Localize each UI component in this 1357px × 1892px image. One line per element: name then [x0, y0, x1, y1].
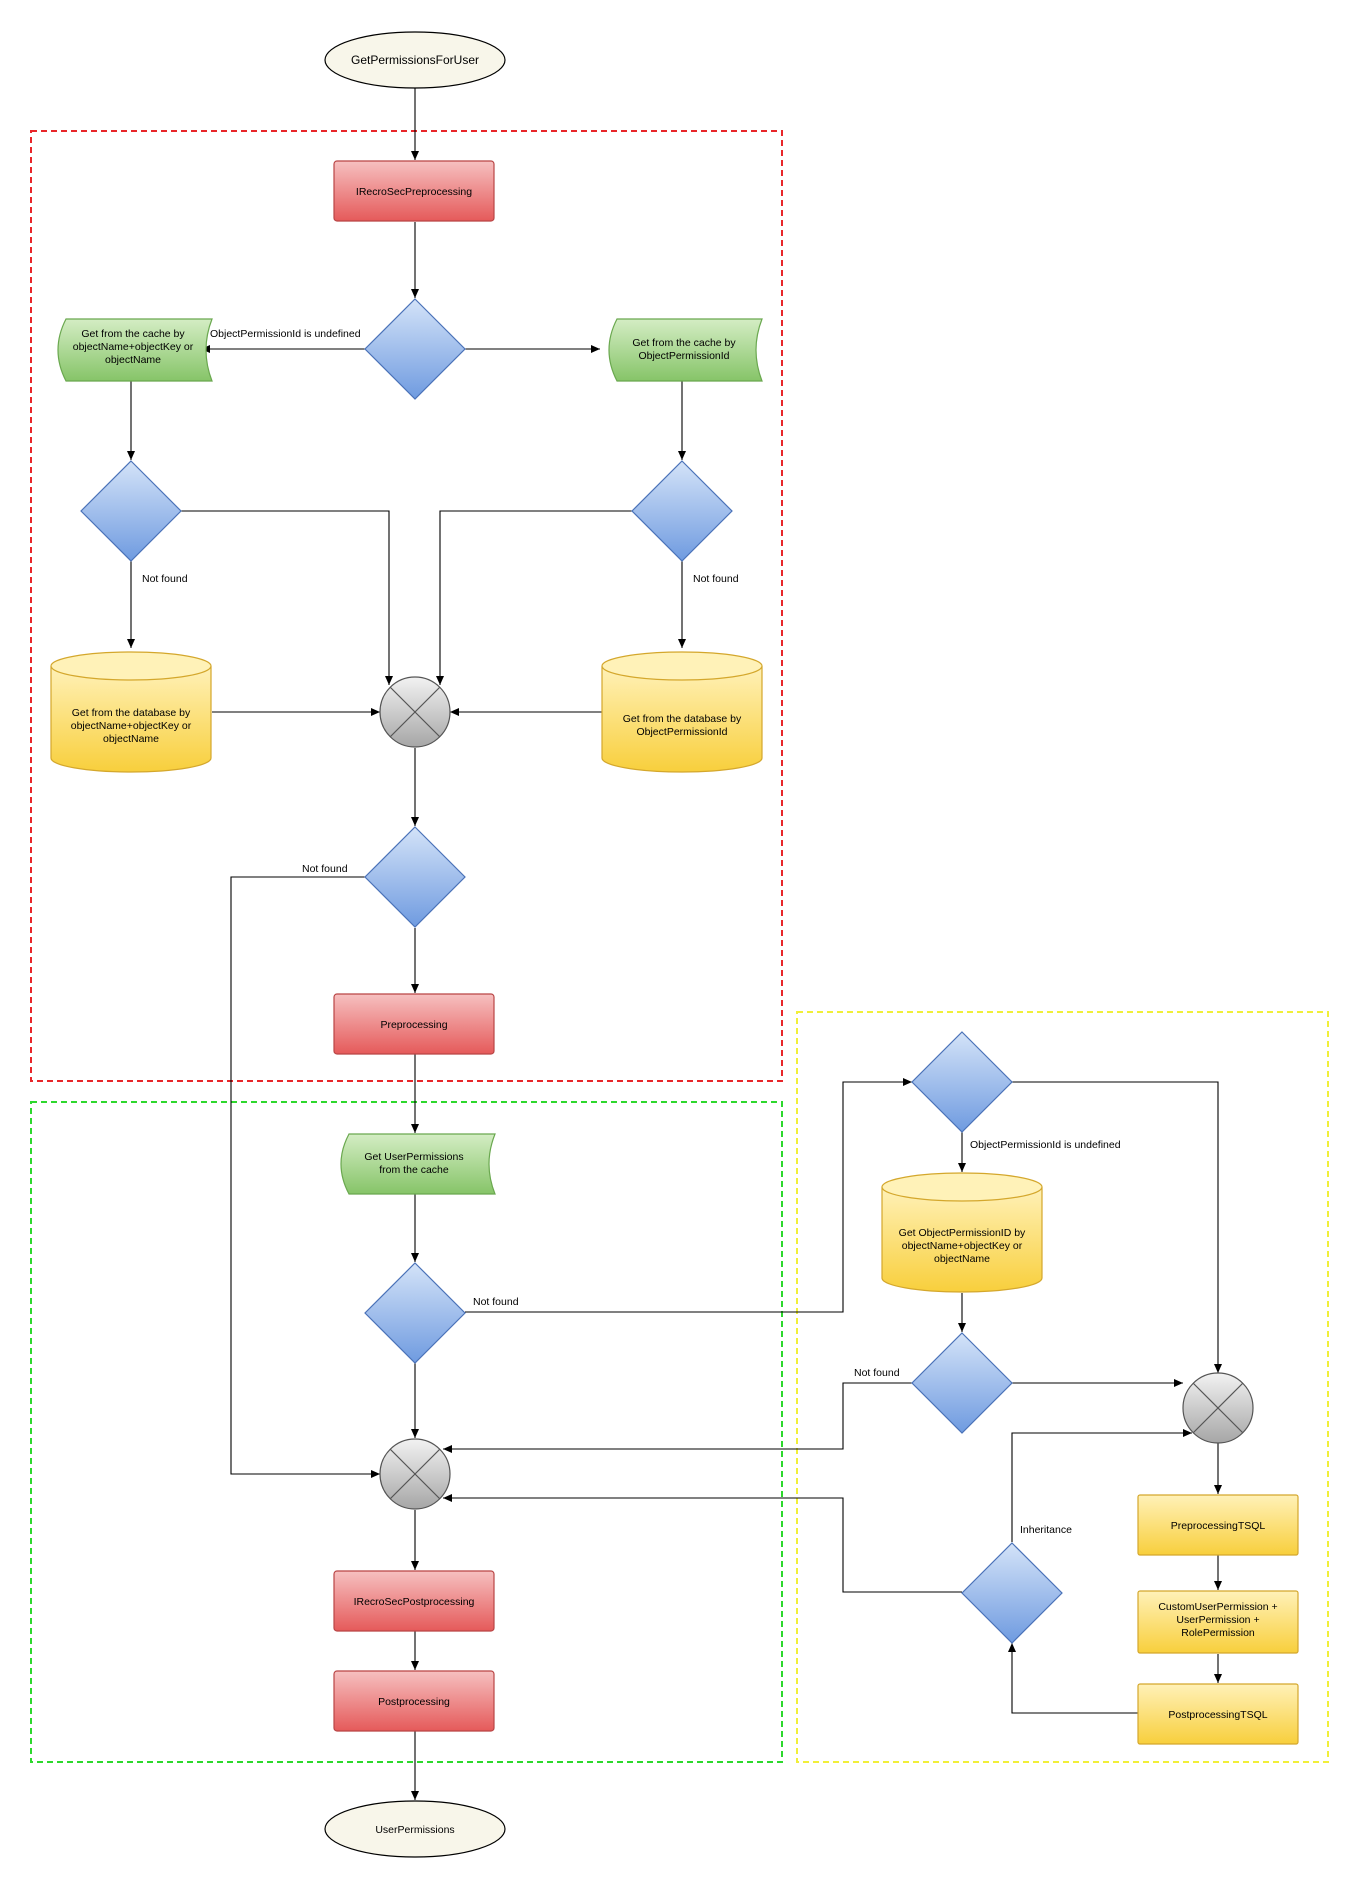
label-not-found-merge: Not found: [302, 863, 348, 875]
end-terminal-label: UserPermissions: [375, 1824, 454, 1836]
label-not-found-left: Not found: [142, 573, 188, 585]
userperm-cache-label-2: from the cache: [379, 1164, 449, 1176]
cache-by-id-label-1: Get from the cache by: [632, 337, 736, 349]
irecro-preprocessing-label: IRecroSecPreprocessing: [356, 186, 472, 198]
db-get-objpermid-node: Get ObjectPermissionID by objectName+obj…: [881, 1172, 1043, 1293]
postprocessing-label: Postprocessing: [378, 1696, 450, 1708]
decision-permission-found: [364, 826, 466, 928]
yellow-group-box: [796, 1011, 1329, 1763]
start-terminal: GetPermissionsForUser: [324, 31, 506, 89]
merge-node-2: [379, 1438, 451, 1510]
edge-d8-to-merge2: [443, 1494, 962, 1593]
label-not-found-yellow: Not found: [854, 1367, 900, 1379]
db-get-objpermid-label-1: Get ObjectPermissionID by: [899, 1227, 1026, 1239]
edge-d6-to-merge3: [1012, 1081, 1222, 1373]
merge-node-1: [379, 676, 451, 748]
label-objpermid-undefined-1: ObjectPermissionId is undefined: [210, 328, 361, 340]
preprocessing-tsql-label: PreprocessingTSQL: [1171, 1520, 1266, 1532]
label-not-found-userperm: Not found: [473, 1296, 519, 1308]
preprocessing-tsql-node: PreprocessingTSQL: [1137, 1494, 1299, 1556]
db-by-name-node: Get from the database by objectName+obje…: [50, 651, 212, 773]
decision-userperm-found: [364, 1262, 466, 1364]
postprocessing-tsql-label: PostprocessingTSQL: [1168, 1709, 1267, 1721]
userperm-cache-label-1: Get UserPermissions: [364, 1151, 463, 1163]
edge-d8-to-merge3: [1011, 1429, 1192, 1542]
db-by-name-label-3: objectName: [103, 733, 159, 745]
userperm-cache-node: Get UserPermissions from the cache: [340, 1133, 496, 1195]
preprocessing-label: Preprocessing: [380, 1019, 447, 1031]
edge-post-tsql-to-d8: [1008, 1643, 1138, 1714]
cache-by-name-label-3: objectName: [105, 354, 161, 366]
decision-objpermid: [364, 298, 466, 400]
postprocessing-node: Postprocessing: [333, 1670, 495, 1732]
db-get-objpermid-label-2: objectName+objectKey or: [902, 1240, 1023, 1252]
db-by-name-label-1: Get from the database by: [72, 707, 191, 719]
decision-cache-name-found: [80, 460, 182, 562]
db-by-id-label-2: ObjectPermissionId: [636, 726, 727, 738]
custom-permission-label-2: UserPermission +: [1176, 1614, 1259, 1626]
db-by-id-label-1: Get from the database by: [623, 713, 742, 725]
irecro-postprocessing-node: IRecroSecPostprocessing: [333, 1570, 495, 1632]
decision-objpermid-found: [911, 1332, 1013, 1434]
edge-d3-to-merge1: [436, 510, 632, 685]
red-group-box: [30, 130, 783, 1082]
preprocessing-node: Preprocessing: [333, 993, 495, 1055]
db-by-name-label-2: objectName+objectKey or: [71, 720, 192, 732]
cache-by-name-label-2: objectName+objectKey or: [73, 341, 194, 353]
label-not-found-right: Not found: [693, 573, 739, 585]
edges: [127, 88, 1222, 1800]
edge-d7-to-merge2: [443, 1382, 912, 1453]
end-terminal: UserPermissions: [324, 1800, 506, 1858]
custom-permission-label-3: RolePermission: [1181, 1627, 1255, 1639]
postprocessing-tsql-node: PostprocessingTSQL: [1137, 1683, 1299, 1745]
cache-by-id-label-2: ObjectPermissionId: [638, 350, 729, 362]
edge-d2-to-merge1: [181, 510, 393, 685]
db-by-id-node: Get from the database by ObjectPermissio…: [601, 651, 763, 773]
start-terminal-label: GetPermissionsForUser: [351, 53, 479, 67]
cache-by-id-node: Get from the cache by ObjectPermissionId: [608, 318, 763, 382]
decision-inheritance: [961, 1542, 1063, 1644]
cache-by-name-label-1: Get from the cache by: [81, 328, 185, 340]
merge-node-3: [1182, 1372, 1254, 1444]
cache-by-name-node: Get from the cache by objectName+objectK…: [57, 318, 213, 382]
label-objpermid-undefined-2: ObjectPermissionId is undefined: [970, 1139, 1121, 1151]
custom-permission-label-1: CustomUserPermission +: [1158, 1601, 1277, 1613]
db-get-objpermid-label-3: objectName: [934, 1253, 990, 1265]
edge-d5-to-d6: [465, 1078, 912, 1313]
edge-d4-to-merge2: [230, 876, 380, 1478]
decision-objpermid-2: [911, 1031, 1013, 1133]
decision-cache-id-found: [631, 460, 733, 562]
green-group-box: [30, 1101, 783, 1763]
label-inheritance: Inheritance: [1020, 1524, 1072, 1536]
custom-permission-node: CustomUserPermission + UserPermission + …: [1137, 1590, 1299, 1654]
irecro-postprocessing-label: IRecroSecPostprocessing: [354, 1596, 475, 1608]
irecro-preprocessing-node: IRecroSecPreprocessing: [333, 160, 495, 222]
